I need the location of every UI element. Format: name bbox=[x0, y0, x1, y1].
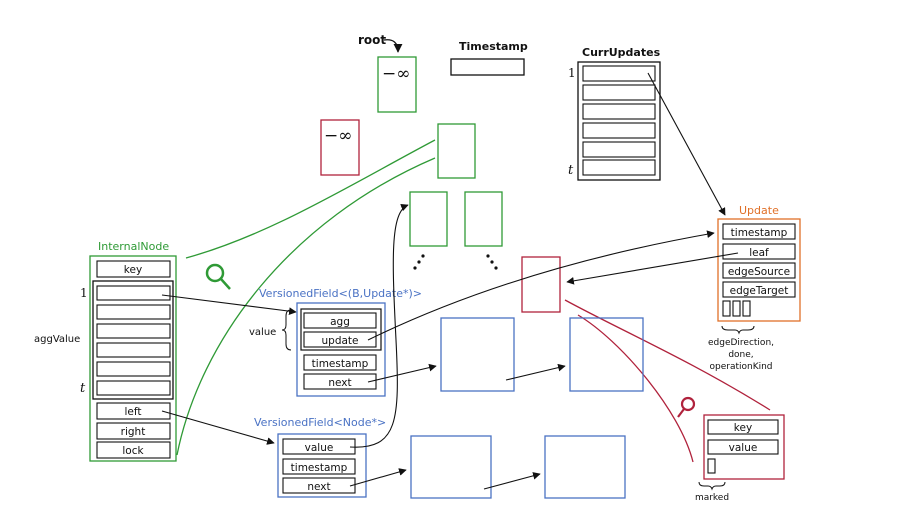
versioned-field-b-box bbox=[296, 302, 386, 397]
value-brace bbox=[281, 309, 292, 351]
leaf-key-field bbox=[707, 419, 779, 435]
tree-green-curve bbox=[185, 139, 436, 259]
versioned-field-b-value-group bbox=[300, 308, 382, 351]
internal-node-box bbox=[89, 255, 177, 462]
update-fields bbox=[722, 223, 796, 317]
version-box bbox=[440, 317, 515, 392]
version-box bbox=[569, 317, 644, 392]
leaf-marked-brace bbox=[698, 481, 726, 491]
tree-node-box bbox=[409, 191, 448, 247]
update-timestamp: timestamp bbox=[731, 227, 788, 239]
tree-node-box bbox=[464, 191, 503, 247]
update-field-arrow bbox=[367, 230, 715, 341]
magnifier-red-icon bbox=[677, 396, 696, 418]
tree-green-curve bbox=[176, 157, 436, 456]
versioned-field-b-update: update bbox=[322, 335, 359, 347]
curr-updates-index-last: t bbox=[568, 163, 574, 178]
update-edge-source: edgeSource bbox=[728, 266, 790, 278]
versioned-field-b-next: next bbox=[328, 377, 351, 389]
update-box bbox=[717, 218, 801, 322]
ellipsis-dots bbox=[413, 254, 498, 270]
versioned-field-node-timestamp-field bbox=[282, 458, 356, 475]
versioned-field-node-timestamp: timestamp bbox=[291, 462, 348, 474]
leaf-neg-inf-box bbox=[320, 119, 360, 176]
leaf-record-box bbox=[703, 414, 785, 480]
agg-value-cells bbox=[96, 285, 171, 396]
update-brace-note-3: operationKind bbox=[709, 362, 772, 372]
versioned-field-b-timestamp-field bbox=[303, 354, 377, 371]
leaf-box-red bbox=[521, 256, 561, 313]
child-pointer-arrow bbox=[349, 203, 409, 448]
versioned-field-node-next-field bbox=[282, 477, 356, 494]
leaf-red-curve bbox=[564, 299, 771, 411]
agg-value-arrow bbox=[161, 294, 297, 315]
timestamp-label: Timestamp bbox=[459, 40, 528, 53]
internal-node-left-field bbox=[96, 402, 171, 420]
left-arrow bbox=[161, 410, 275, 445]
update-title: Update bbox=[739, 204, 779, 217]
internal-node-lock-field bbox=[96, 441, 171, 459]
versioned-field-node-value: value bbox=[305, 442, 334, 454]
update-brace bbox=[721, 325, 755, 335]
agg-value-index-first: 1 bbox=[80, 286, 88, 300]
internal-node-title: InternalNode bbox=[98, 240, 169, 253]
agg-value-index-last: t bbox=[80, 381, 86, 396]
leaf-marked-field bbox=[707, 458, 716, 474]
versioned-field-b-next-field bbox=[303, 373, 377, 390]
internal-node-key-field bbox=[96, 260, 171, 278]
leaf-value: value bbox=[729, 442, 758, 454]
root-label: root bbox=[358, 33, 386, 47]
agg-value-array bbox=[92, 280, 174, 400]
versioned-field-b-update-field bbox=[303, 331, 377, 348]
root-arrow bbox=[383, 39, 403, 53]
update-edge-target: edgeTarget bbox=[730, 285, 789, 297]
leaf-neg-inf: −∞ bbox=[324, 126, 352, 146]
internal-node-left: left bbox=[124, 406, 141, 418]
update-leaf-arrow bbox=[566, 252, 739, 285]
curr-updates-to-update-arrow bbox=[647, 72, 726, 216]
version-box bbox=[410, 435, 492, 499]
versioned-field-b-value-label: value bbox=[249, 327, 276, 338]
internal-node-right-field bbox=[96, 422, 171, 440]
update-leaf: leaf bbox=[749, 247, 769, 259]
leaf-red-curve bbox=[577, 314, 694, 463]
internal-node-key: key bbox=[124, 264, 142, 276]
root-node-box bbox=[377, 56, 417, 113]
internal-node-right: right bbox=[121, 426, 146, 438]
version-box bbox=[544, 435, 626, 499]
next-arrow bbox=[349, 468, 407, 487]
versioned-field-b-agg: agg bbox=[330, 316, 350, 328]
magnifier-green-icon bbox=[205, 263, 231, 290]
next-arrow bbox=[505, 363, 566, 381]
curr-updates-array bbox=[577, 61, 661, 181]
tree-node-box bbox=[437, 123, 476, 179]
update-brace-note-2: done, bbox=[728, 350, 753, 360]
internal-node-lock: lock bbox=[122, 445, 144, 457]
root-neg-inf: −∞ bbox=[382, 64, 410, 84]
versioned-field-node-title: VersionedField<Node*> bbox=[254, 416, 386, 429]
curr-updates-label: CurrUpdates bbox=[582, 46, 661, 59]
curr-updates-cells bbox=[582, 65, 656, 176]
versioned-field-node-value-field bbox=[282, 438, 356, 455]
versioned-field-b-title: VersionedField<(B,Update*)> bbox=[259, 287, 422, 300]
curr-updates-index-first: 1 bbox=[568, 66, 576, 80]
leaf-value-field bbox=[707, 439, 779, 455]
versioned-field-b-agg-field bbox=[303, 312, 377, 329]
leaf-key: key bbox=[734, 422, 752, 434]
versioned-field-node-next: next bbox=[307, 481, 330, 493]
next-arrow bbox=[483, 472, 541, 490]
versioned-field-node-box bbox=[277, 433, 367, 498]
update-brace-note-1: edgeDirection, bbox=[708, 338, 774, 348]
versioned-field-b-timestamp: timestamp bbox=[312, 358, 369, 370]
timestamp-box bbox=[450, 58, 525, 76]
next-arrow bbox=[367, 363, 437, 383]
agg-value-label: aggValue bbox=[34, 334, 80, 345]
leaf-marked-label: marked bbox=[695, 493, 729, 503]
